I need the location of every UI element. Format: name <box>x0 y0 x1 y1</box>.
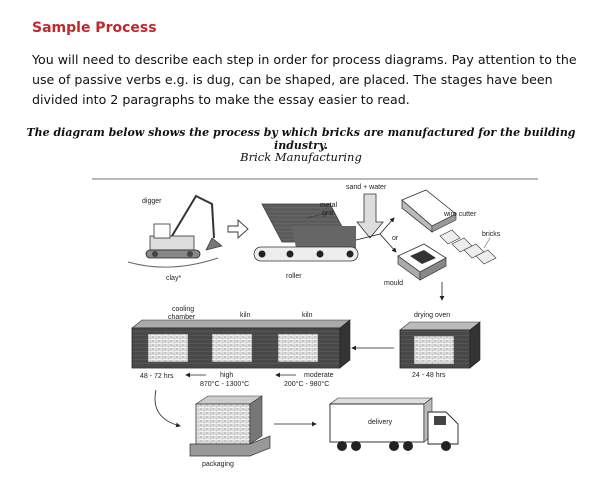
label-cooling-time: 48 - 72 hrs <box>140 373 174 380</box>
mould-illustration <box>397 243 447 281</box>
wire-cutter-illustration <box>401 189 497 265</box>
label-moderate: moderate <box>304 372 334 379</box>
label-delivery: delivery <box>368 419 393 426</box>
drying-oven-illustration <box>399 321 481 369</box>
label-sand-water: sand + water <box>346 184 387 191</box>
label-wire-cutter: wire cutter <box>443 211 477 218</box>
kiln-illustration <box>131 319 351 369</box>
delivery-truck-illustration <box>329 397 459 451</box>
label-digger: digger <box>142 198 162 205</box>
label-cooling: cooling <box>172 306 194 313</box>
label-moderate-temp: 200°C - 980°C <box>284 380 329 388</box>
label-high-temp: 870°C - 1300°C <box>200 380 249 388</box>
label-high: high <box>220 372 233 379</box>
figure-caption: The diagram below shows the process by w… <box>26 126 576 152</box>
arrow-to-packaging <box>154 389 181 428</box>
label-bricks: bricks <box>482 231 501 238</box>
label-kiln-high: kiln <box>240 312 251 319</box>
metal-grid-illustration <box>253 203 359 262</box>
figure-title: Brick Manufacturing <box>240 150 362 164</box>
label-kiln-moderate: kiln <box>302 312 313 319</box>
label-grid: grid <box>322 210 334 217</box>
label-roller: roller <box>286 273 302 280</box>
label-drying-time: 24 - 48 hrs <box>412 372 446 379</box>
label-or: or <box>392 235 399 242</box>
digger-illustration <box>127 194 223 268</box>
intro-paragraph: You will need to describe each step in o… <box>32 52 577 107</box>
packaging-illustration <box>189 395 271 457</box>
label-metal: metal <box>320 202 338 209</box>
label-chamber: chamber <box>168 314 196 321</box>
hollow-arrow <box>227 218 249 240</box>
sand-water-arrow <box>356 193 384 239</box>
page-heading: Sample Process <box>32 20 157 36</box>
label-clay: clay* <box>166 275 181 282</box>
label-mould: mould <box>384 280 403 287</box>
label-drying-oven: drying oven <box>414 312 450 319</box>
label-packaging: packaging <box>202 461 234 468</box>
